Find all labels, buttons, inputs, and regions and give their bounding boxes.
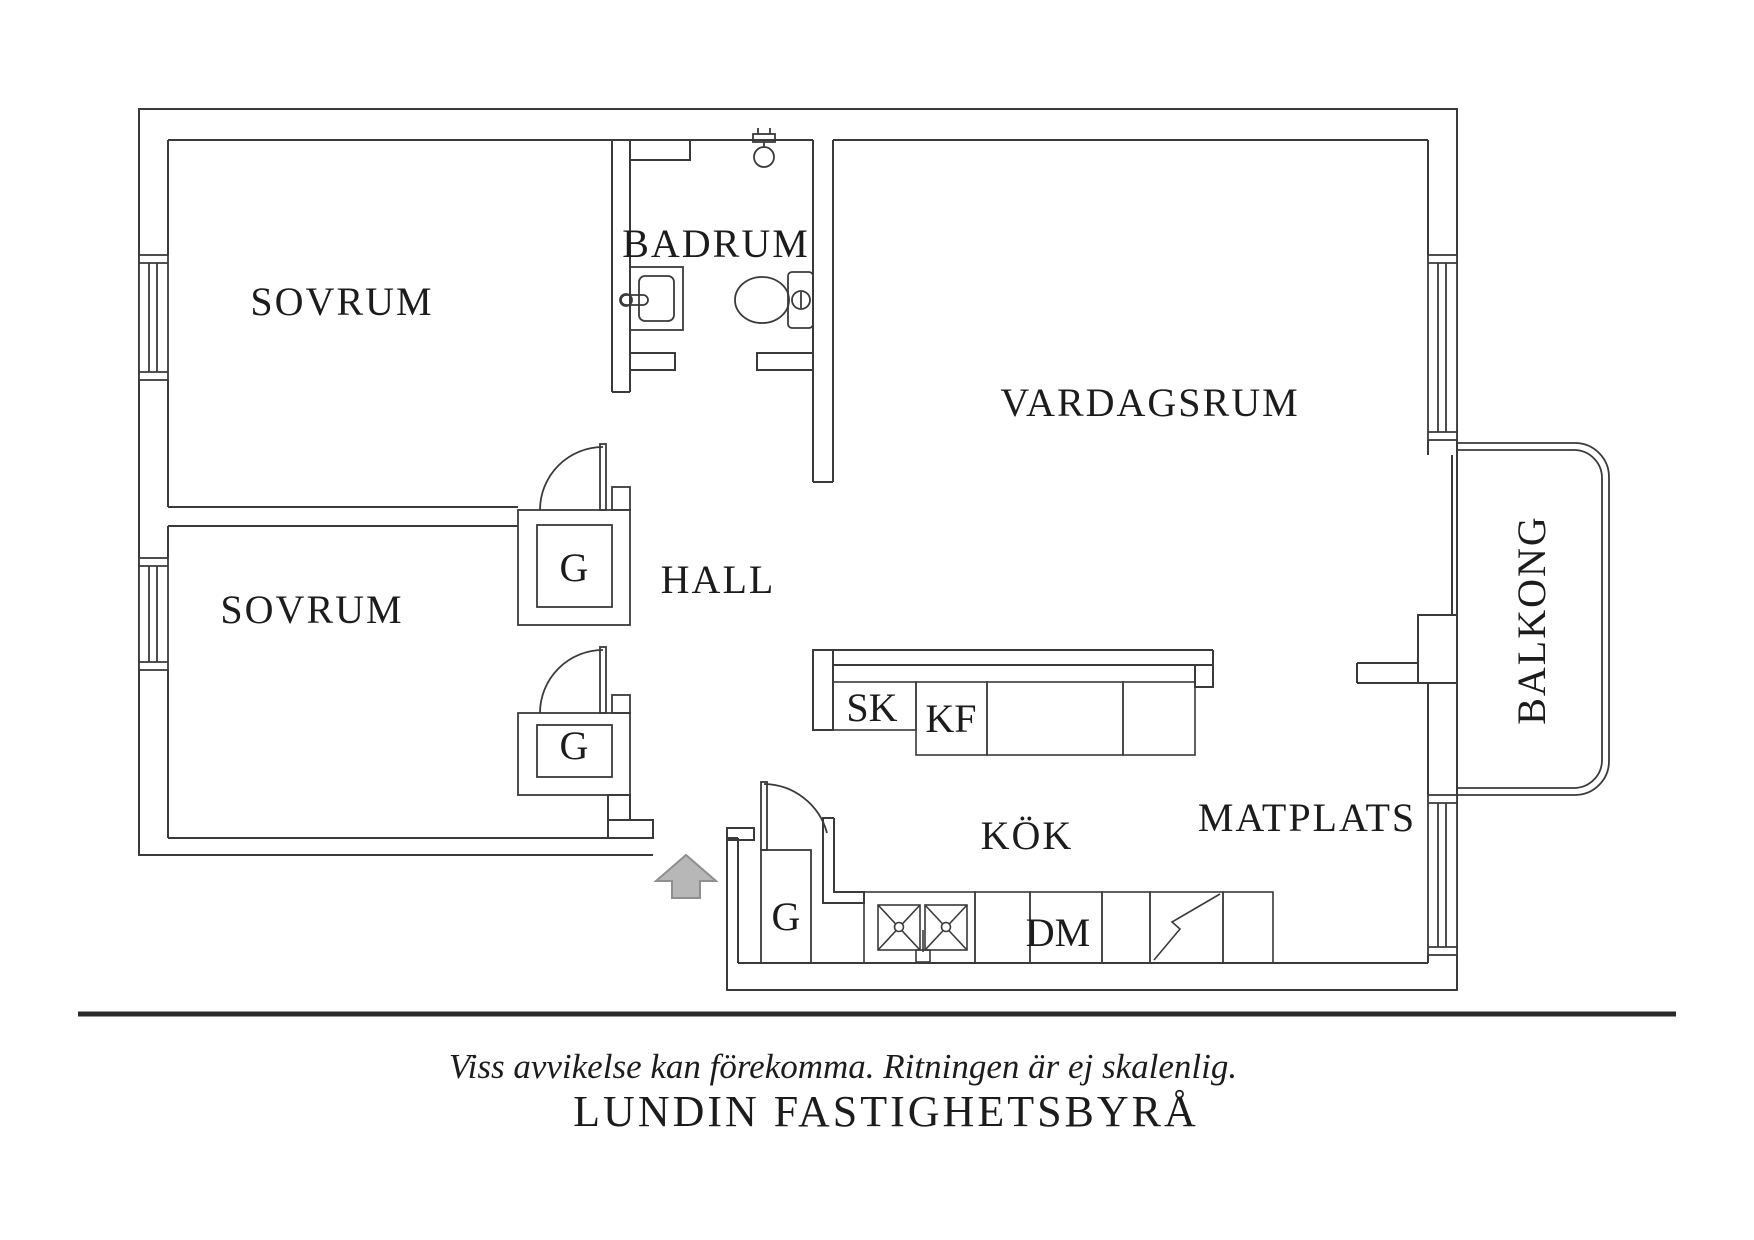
vestibule-wall <box>727 837 739 963</box>
walls <box>138 108 1458 991</box>
labels: SOVRUM SOVRUM BADRUM VARDAGSRUM HALL KÖK… <box>220 221 1554 1136</box>
label-closet-lower: G <box>560 723 589 768</box>
cabinet-lower-6 <box>1222 891 1274 964</box>
outer-wall <box>138 108 1458 991</box>
closet-upper-outer <box>517 509 631 626</box>
cabinet-upper-4 <box>1122 681 1196 756</box>
kitchen-sink-basins <box>877 904 968 963</box>
bathroom-fixtures <box>619 128 814 331</box>
bathroom-south-wall-left <box>629 352 676 371</box>
bathroom-south-wall-right <box>756 352 814 371</box>
dining-t-wall-block <box>1417 614 1457 684</box>
closet-column-stub <box>607 794 631 821</box>
label-bedroom-bottom: SOVRUM <box>220 587 403 632</box>
bedroom-divider-wall <box>168 506 518 527</box>
bathroom-sink <box>619 266 684 331</box>
label-living-room: VARDAGSRUM <box>1000 380 1299 425</box>
closet-upper-inner <box>536 524 613 608</box>
closet-upper-door-arc <box>539 446 604 511</box>
closet-lower-door-arc <box>539 649 604 714</box>
kitchen-counters <box>832 681 1274 964</box>
kitchen-north-wall <box>833 649 1214 666</box>
closet-lower-inner <box>536 724 613 778</box>
label-dining: MATPLATS <box>1198 795 1416 840</box>
label-balcony: BALKONG <box>1509 515 1554 725</box>
label-sk: SK <box>846 685 897 730</box>
footer-brand: LUNDIN FASTIGHETSBYRÅ <box>573 1087 1199 1136</box>
bathroom-top-block <box>629 139 691 161</box>
cabinet-lower-4 <box>1101 891 1151 964</box>
window-dining <box>1427 794 1458 956</box>
balcony-rail <box>1457 442 1610 796</box>
dining-t-wall-arm <box>1356 662 1418 684</box>
label-dm: DM <box>1026 910 1090 955</box>
label-closet-upper: G <box>560 545 589 590</box>
livingroom-west-wall <box>812 140 834 483</box>
entry-step-block <box>607 819 654 839</box>
label-closet-entry: G <box>772 894 801 939</box>
kitchen-north-wall-cap <box>1194 664 1214 688</box>
entry-door-arc <box>763 783 828 834</box>
entry-arrow-icon <box>653 853 719 899</box>
windows <box>138 254 1458 956</box>
closet-lower-wall-ext <box>611 694 631 714</box>
kitchen-faucet-base <box>915 949 931 963</box>
footer-disclaimer: Viss avvikelse kan förekomma. Ritningen … <box>449 1047 1237 1086</box>
bathroom-west-wall <box>611 140 631 393</box>
closet-lower-door-leaf <box>599 646 607 714</box>
window-bedroom-top <box>138 254 169 381</box>
entry-area <box>760 781 828 964</box>
window-bedroom-bottom <box>138 557 169 671</box>
stove-symbol <box>1153 893 1221 961</box>
closet-upper-wall-ext <box>611 486 631 511</box>
entry-door-leaf <box>760 781 768 851</box>
cabinet-lower-2 <box>974 891 1031 964</box>
label-hall: HALL <box>661 557 776 602</box>
closet-upper-door-leaf <box>599 443 607 511</box>
label-kf: KF <box>925 696 976 741</box>
label-kitchen: KÖK <box>981 813 1074 858</box>
label-bedroom-top: SOVRUM <box>250 279 433 324</box>
shower-head <box>752 128 776 168</box>
kitchen-north-wall-stub <box>812 649 834 731</box>
entry-jamb <box>726 827 755 841</box>
toilet <box>734 271 814 329</box>
label-bathroom: BADRUM <box>622 221 810 266</box>
closet-lower-outer <box>517 712 631 796</box>
cabinet-upper-3 <box>986 681 1124 756</box>
entry-closet-box <box>760 849 812 964</box>
hall-closets <box>517 443 631 796</box>
entry-interior-wall <box>822 817 865 904</box>
window-living-room <box>1427 254 1458 441</box>
